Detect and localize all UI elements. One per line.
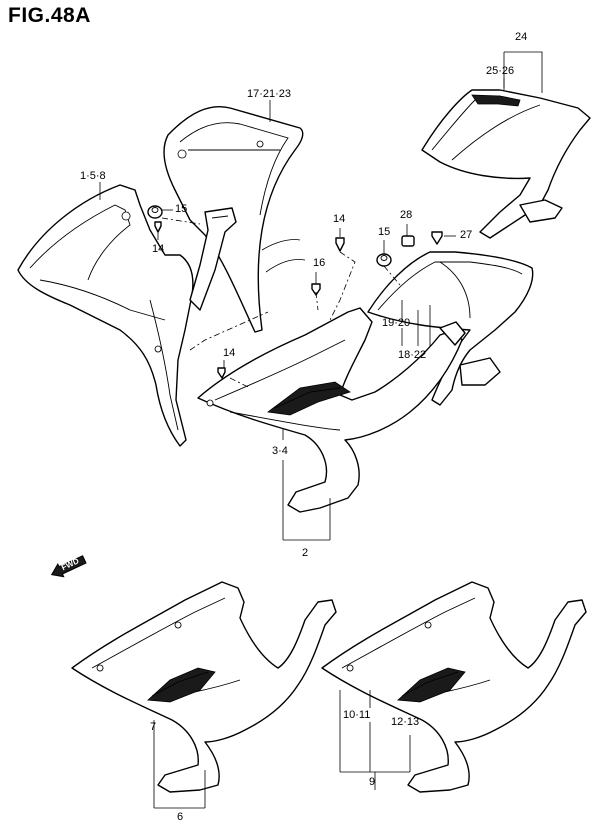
grommet-15-right-icon [376,253,392,267]
callout-7: 7 [150,721,157,733]
callout-24: 24 [515,31,528,43]
screw-14-left-icon [154,221,162,233]
callout-17-21-23: 17·21·23 [247,88,292,100]
leader-lines [99,51,543,809]
callout-14-lower: 14 [223,347,236,359]
middle-side-cowling [197,307,466,513]
callout-27: 27 [460,229,473,241]
callout-19-20: 19·20 [382,317,411,329]
lower-cowling-right [321,581,587,793]
front-side-cowling [17,184,194,447]
assembly-dashed-lines [161,217,401,389]
callout-10-11: 10·11 [343,709,371,721]
callout-3-4: 3·4 [272,445,288,457]
clip-16-icon [311,283,321,296]
nut-28-icon [401,235,415,247]
upper-rear-panel [421,89,591,239]
cowling-bracket [189,207,237,311]
grommet-15-left-icon [147,205,163,219]
callout-1-5-8: 1·5·8 [80,170,106,182]
screw-14-lower-icon [217,367,226,379]
callout-28: 28 [400,209,413,221]
callout-2: 2 [302,547,309,559]
callout-18-22: 18·22 [398,349,427,361]
callout-15-right: 15 [378,226,391,238]
forward-direction-badge: FWD [46,550,90,583]
lower-cowling-left [71,581,337,793]
callout-25-26: 25·26 [486,65,515,77]
figure-title: FIG.48A [8,4,91,27]
screw-27-icon [431,231,443,245]
callout-14-left: 14 [152,243,165,255]
callout-15-left: 15 [175,203,188,215]
callout-6: 6 [177,811,184,823]
callout-12-13: 12·13 [391,716,420,728]
callout-9: 9 [369,776,376,788]
callout-16: 16 [313,257,326,269]
forward-arrow-icon [50,555,87,578]
screw-14-center-icon [335,237,345,252]
callout-14-center: 14 [333,213,346,225]
hardware-fasteners [147,205,443,379]
